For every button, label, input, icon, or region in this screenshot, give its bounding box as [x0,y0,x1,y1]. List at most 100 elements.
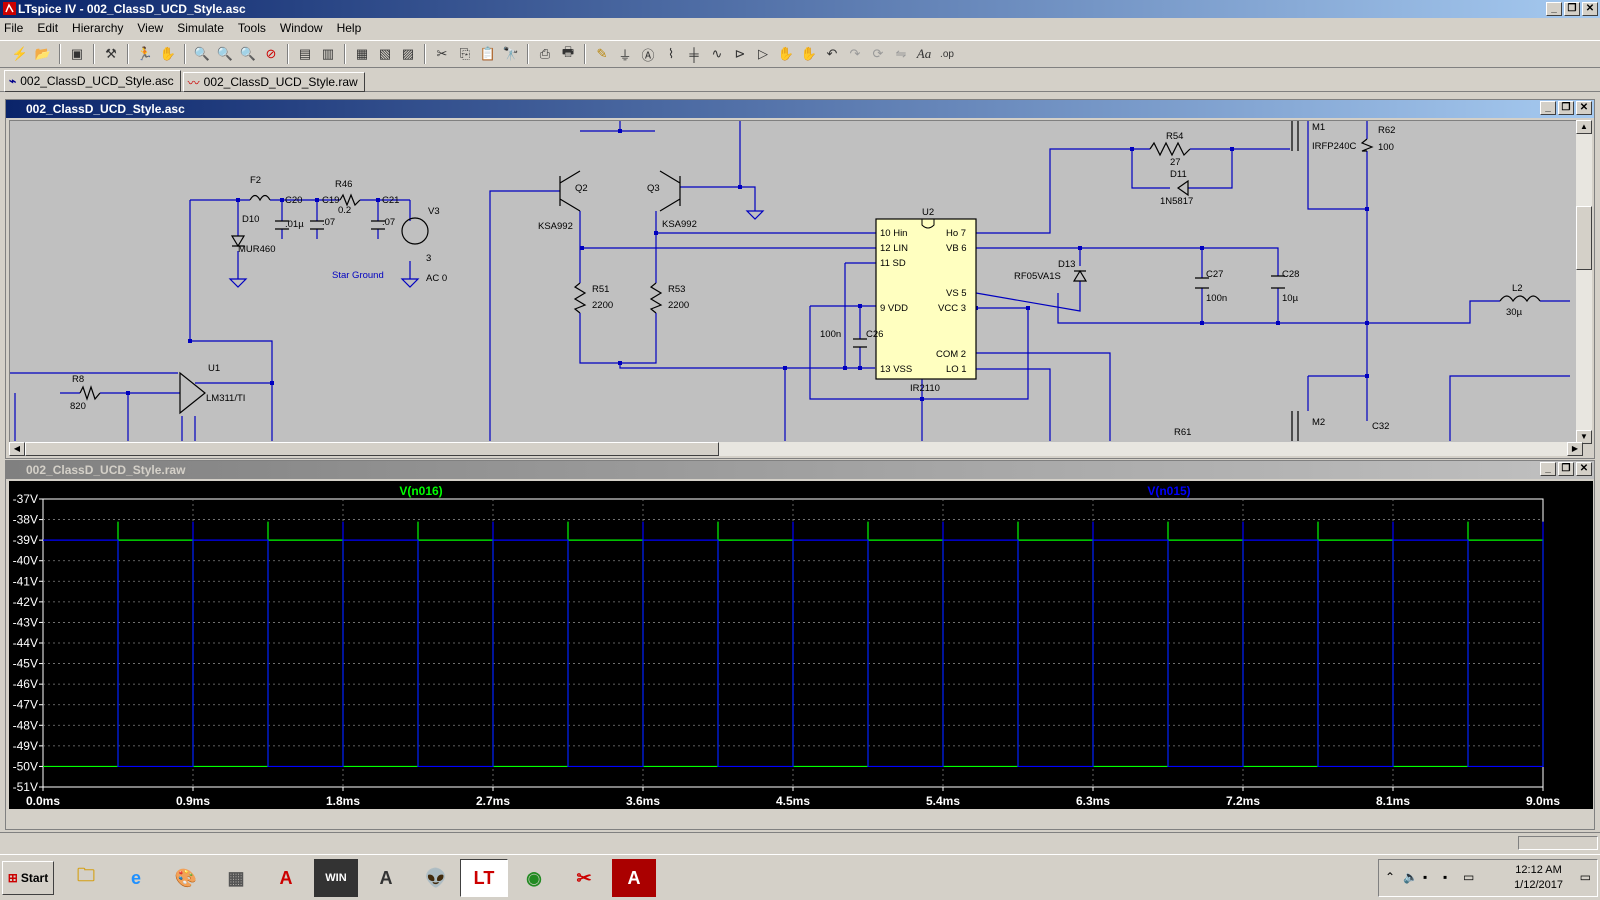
run-icon[interactable]: ⚡ [11,46,29,61]
lbl-q2v: KSA992 [538,221,573,232]
vertical-scroll-thumb[interactable] [1576,206,1592,270]
calculator-icon[interactable]: ▦ [227,867,245,888]
display-icon[interactable]: ▭ [1463,870,1475,884]
scroll-right-arrow-icon[interactable]: ▶ [1567,442,1583,456]
ground-icon[interactable]: ⏚ [618,47,632,63]
open-icon[interactable]: 📂 [34,46,52,61]
alien-icon[interactable]: 👽 [424,867,448,888]
mirror-icon[interactable]: ⇋ [895,46,907,61]
waveform-close-button[interactable]: ✕ [1576,462,1592,476]
clock[interactable]: 12:12 AM 1/12/2017 [1514,863,1563,893]
network-icon[interactable]: ▪ [1423,870,1428,884]
show-desktop-icon[interactable]: ▭ [1579,870,1591,884]
paint-icon[interactable]: 🎨 [174,867,198,888]
close-all-icon[interactable]: ▦ [355,46,369,61]
lbl-r62: R62 [1378,125,1395,136]
schematic-maximize-button[interactable]: ❐ [1558,101,1574,115]
window-title-bar[interactable]: LTspice IV - 002_ClassD_UCD_Style.asc _ … [0,0,1600,18]
waveform-window-title-bar[interactable]: 002_ClassD_UCD_Style.raw _ ❐ ✕ [6,461,1594,479]
lbl-v3ac: AC 0 [426,273,447,284]
menu-help[interactable]: Help [336,21,362,35]
zoom-area-icon[interactable]: 🔍 [239,46,257,61]
schematic-vertical-scrollbar[interactable]: ▲ ▼ [1576,120,1592,444]
cascade-icon[interactable]: ▥ [321,46,335,61]
scroll-up-arrow-icon[interactable]: ▲ [1576,120,1592,134]
halt-icon[interactable]: 🏃 [136,46,154,61]
component-icon[interactable]: ▷ [758,46,768,61]
tile-icon[interactable]: ▤ [298,46,312,61]
label-icon[interactable]: Ⓐ [641,47,655,63]
y-tick-label: -45V [13,657,38,671]
security-icon[interactable]: ▪ [1443,870,1448,884]
menu-view[interactable]: View [137,21,164,35]
waveform-plot-area[interactable]: -37V-38V-39V-40V-41V-42V-43V-44V-45V-46V… [9,481,1593,809]
find-icon[interactable]: 🔭 [502,46,520,61]
acrobat-icon[interactable]: A [612,859,656,897]
tab-schematic[interactable]: ⌁ 002_ClassD_UCD_Style.asc [4,70,181,92]
start-button[interactable]: ⊞ Start [2,861,54,895]
minimize-button[interactable]: _ [1546,2,1562,16]
ie-icon[interactable]: e [130,867,141,888]
cut-icon[interactable]: ✂ [436,46,448,61]
copy-icon[interactable]: ⎘ [459,46,471,61]
waveform-chart: -37V-38V-39V-40V-41V-42V-43V-44V-45V-46V… [13,484,1561,808]
drag-icon[interactable]: ✋ [800,46,818,61]
tile-vertical-icon[interactable]: ▧ [378,46,392,61]
tray-expand-icon[interactable]: ⌃ [1385,870,1396,884]
explorer-icon[interactable]: 🗀 [77,865,95,885]
lbl-r62v: 100 [1378,142,1394,153]
close-button[interactable]: ✕ [1582,2,1598,16]
spice-directive-icon[interactable]: .op [940,48,954,60]
redo-icon[interactable]: ↷ [849,46,861,61]
undo-icon[interactable]: ↶ [826,46,838,61]
print-setup-icon[interactable]: ⎙ [539,46,551,61]
x-tick-label: 3.6ms [626,794,660,808]
autocad-icon[interactable]: A [279,867,293,888]
snipping-icon[interactable]: ✂ [576,867,592,888]
rotate-icon[interactable]: ⟳ [872,46,884,61]
y-tick-label: -42V [13,595,38,609]
text-icon[interactable]: Aa [916,46,932,61]
tile-horizontal-icon[interactable]: ▨ [401,46,415,61]
chrome-icon[interactable]: ◉ [526,867,542,888]
move-icon[interactable]: ✋ [777,46,795,61]
x-tick-label: 0.9ms [176,794,210,808]
scroll-left-arrow-icon[interactable]: ◀ [9,442,25,456]
pan-icon[interactable]: ✋ [159,46,177,61]
menu-simulate[interactable]: Simulate [177,21,224,35]
ltspice-icon[interactable]: LT [460,859,508,897]
tab-waveform[interactable]: 〰 002_ClassD_UCD_Style.raw [182,72,365,92]
menu-edit[interactable]: Edit [37,21,59,35]
menu-hierarchy[interactable]: Hierarchy [72,21,124,35]
lbl-q3v: KSA992 [662,219,697,230]
save-icon[interactable]: ▣ [70,46,84,61]
zoom-out-icon[interactable]: 🔍 [216,46,234,61]
capacitor-icon[interactable]: ╪ [689,46,699,62]
horizontal-scroll-thumb[interactable] [25,442,719,456]
zoom-in-icon[interactable]: 🔍 [193,46,211,61]
y-tick-label: -48V [13,718,38,732]
wire-icon[interactable]: ✎ [596,46,608,61]
paste-icon[interactable]: 📋 [479,46,497,61]
control-panel-icon[interactable]: ⚒ [105,46,117,61]
schematic-minimize-button[interactable]: _ [1540,101,1556,115]
menu-file[interactable]: File [4,21,24,35]
schematic-close-button[interactable]: ✕ [1576,101,1592,115]
diode-icon[interactable]: ⊳ [734,46,746,61]
inductor-icon[interactable]: ∿ [711,46,723,61]
schematic-canvas[interactable]: F2 C20 .01µ C19 .07 R46 0.2 C21 .07 D10 … [9,120,1583,444]
volume-icon[interactable]: 🔈 [1403,870,1418,884]
schematic-horizontal-scrollbar[interactable]: ◀ ▶ [9,442,1583,456]
print-icon[interactable]: 🖶 [561,44,575,59]
menu-tools[interactable]: Tools [237,21,266,35]
autocad15-icon[interactable]: A [379,867,393,888]
schematic-window-title-bar[interactable]: 002_ClassD_UCD_Style.asc _ ❐ ✕ [6,100,1594,118]
maximize-button[interactable]: ❐ [1564,2,1580,16]
winisd-icon[interactable]: WIN [314,859,358,897]
waveform-minimize-button[interactable]: _ [1540,462,1556,476]
zoom-fit-icon[interactable]: ⊘ [265,46,277,61]
scroll-down-arrow-icon[interactable]: ▼ [1576,430,1592,444]
resistor-icon[interactable]: ⌇ [667,46,675,61]
menu-window[interactable]: Window [279,21,323,35]
waveform-maximize-button[interactable]: ❐ [1558,462,1574,476]
